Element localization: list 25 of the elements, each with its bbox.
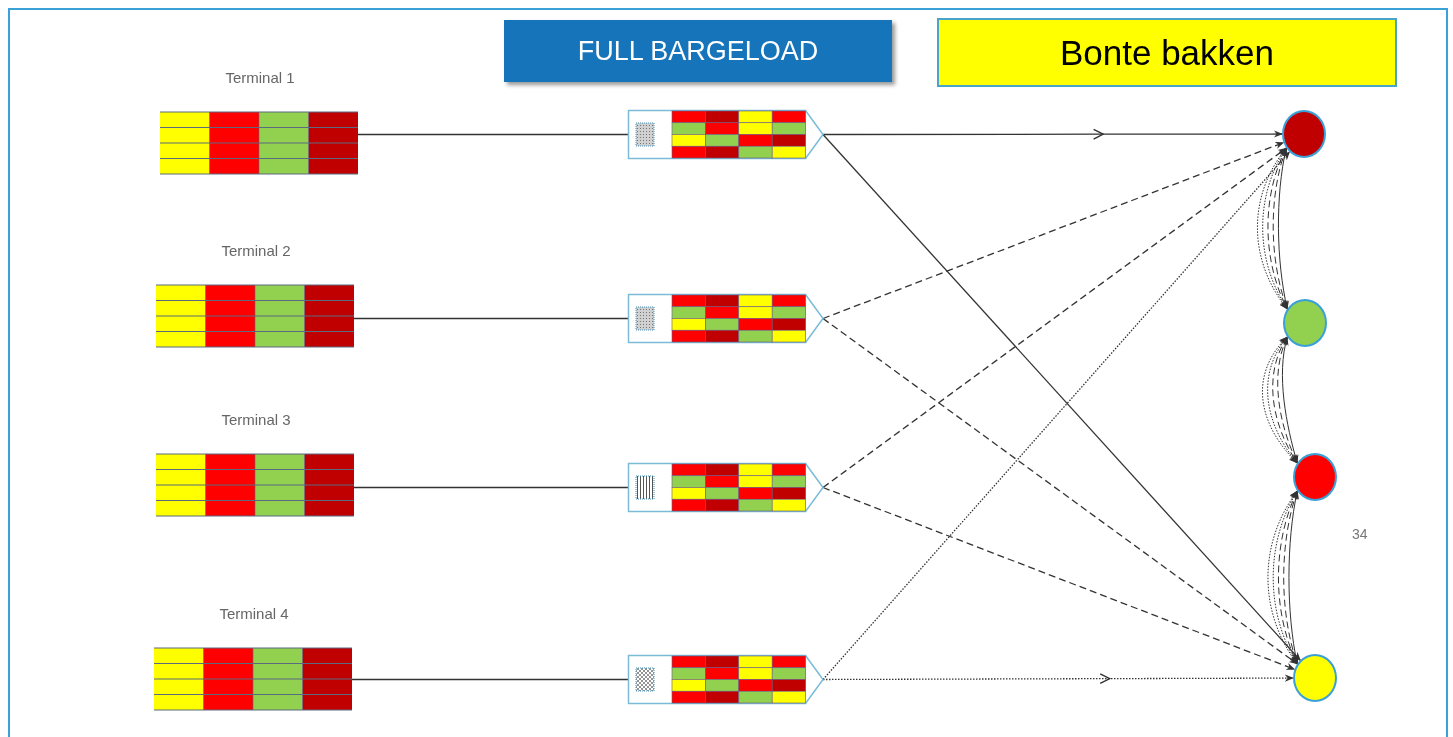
terminal-label: Terminal 4: [218, 604, 290, 624]
color-circle: [1293, 654, 1337, 702]
color-circle: [1293, 453, 1337, 501]
barge-drawing: [628, 110, 824, 159]
title-banner: FULL BARGELOAD: [504, 20, 892, 82]
heading-box: Bonte bakken: [937, 18, 1397, 87]
connector-line: [357, 133, 629, 136]
barge-drawing: [628, 463, 824, 512]
arrow: [822, 147, 1287, 489]
color-circle: [1283, 299, 1327, 347]
arrow: [822, 128, 1283, 140]
barge-drawing: [628, 294, 824, 343]
connector-line: [353, 317, 629, 320]
terminal-label: Terminal 3: [220, 410, 292, 430]
terminal-label: Terminal 1: [224, 68, 296, 88]
arrow: [822, 141, 1285, 320]
arrow: [1272, 147, 1289, 310]
connector-line: [353, 486, 629, 489]
color-circle: [1282, 110, 1326, 158]
arrow: [822, 486, 1296, 670]
connector-line: [351, 678, 629, 681]
arrow: [822, 317, 1298, 665]
page-number: 34: [1352, 526, 1368, 542]
barge-drawing: [628, 655, 824, 704]
terminal-label: Terminal 2: [220, 241, 292, 261]
